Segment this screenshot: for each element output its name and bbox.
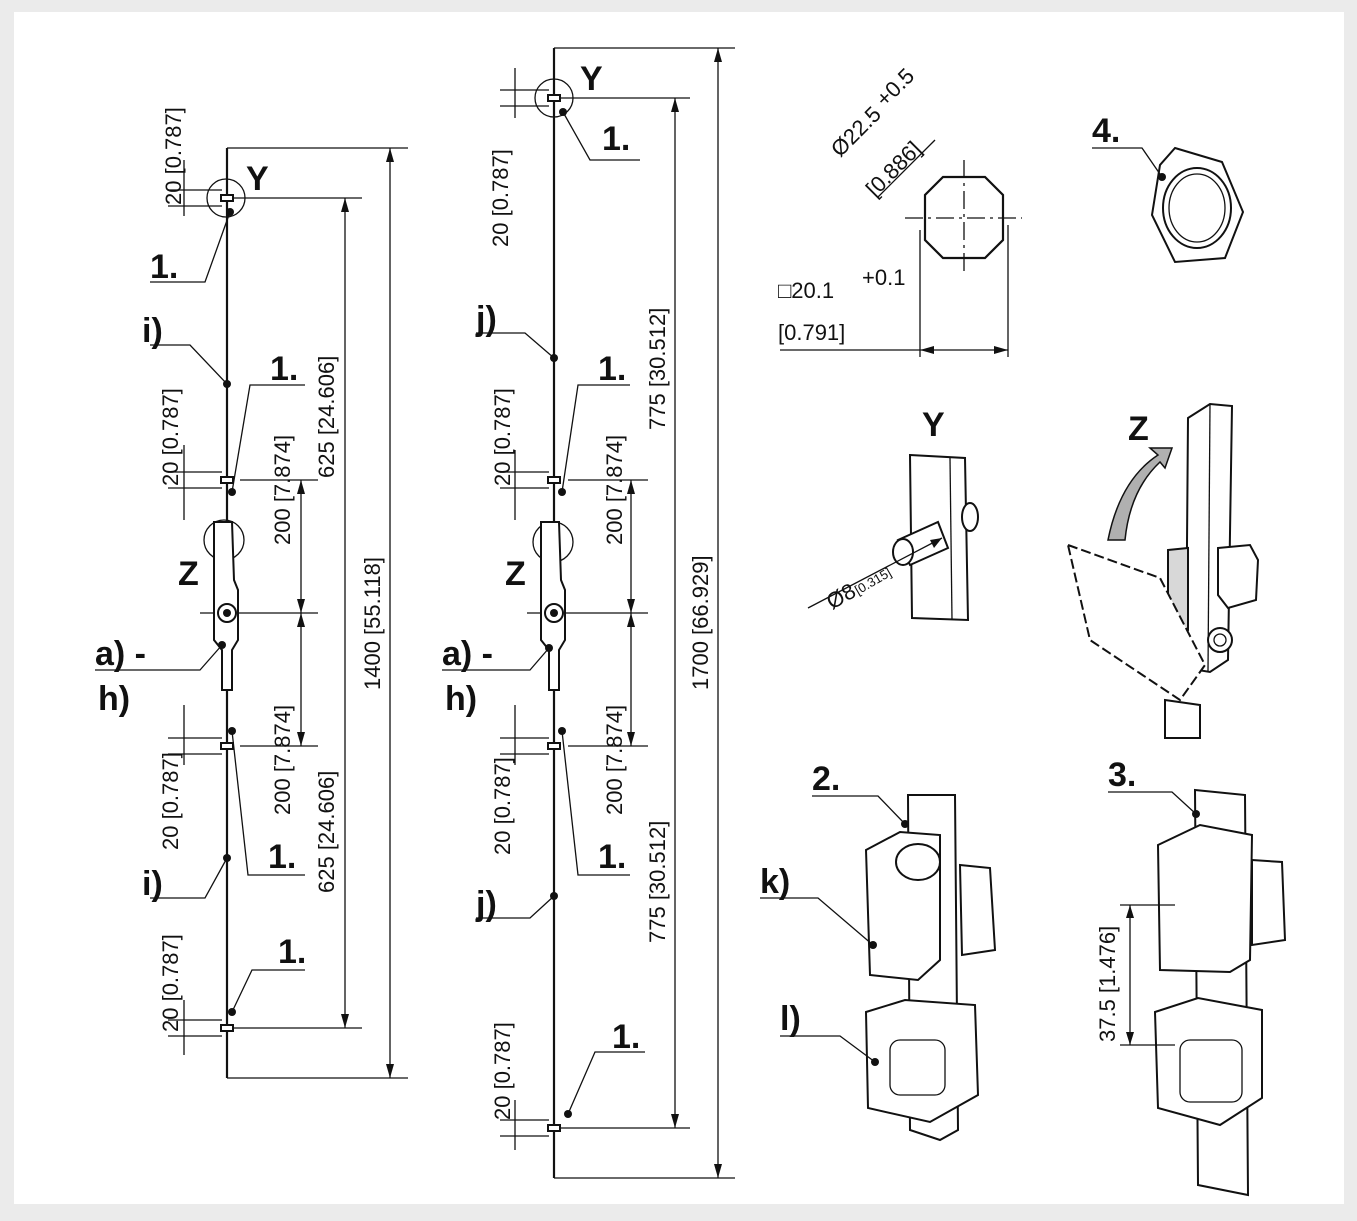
dim-775-mid-b: 775 [30.512]: [645, 821, 670, 943]
dim-1400: 1400 [55.118]: [360, 557, 385, 690]
dim-200-mid-b: 200 [7.874]: [602, 705, 627, 815]
label-a-mid: a) -: [442, 635, 493, 673]
detail-y-drawing: [807, 453, 979, 622]
label-4: 4.: [1092, 112, 1120, 150]
label-1-mid-a: 1.: [602, 120, 630, 158]
label-i-left-a: i): [142, 312, 163, 350]
label-1-left-d: 1.: [278, 933, 306, 971]
label-j-mid-b: j): [475, 885, 497, 923]
label-1-left-a: 1.: [150, 248, 178, 286]
dim-20-mid-a: 20 [0.787]: [488, 149, 513, 247]
label-j-mid-a: j): [475, 300, 497, 338]
label-y-top-left: Y: [246, 160, 269, 198]
label-1-mid-d: 1.: [612, 1018, 640, 1056]
dim-200-left-b: 200 [7.874]: [270, 705, 295, 815]
dim-20-mid-b: 20 [0.787]: [490, 388, 515, 486]
label-y-detail: Y: [922, 406, 945, 444]
dim-20-left-b: 20 [0.787]: [158, 388, 183, 486]
label-z-mid: Z: [505, 555, 526, 593]
label-2: 2.: [812, 760, 840, 798]
dim-37: 37.5 [1.476]: [1095, 926, 1120, 1042]
assembly-3-drawing: [1108, 788, 1287, 1197]
dim-775-mid-a: 775 [30.512]: [645, 308, 670, 430]
hole-outline: [923, 175, 1005, 260]
rod-1700-drawing: [442, 47, 735, 1179]
rotation-arrow-icon: [1107, 447, 1174, 541]
label-1-left-c: 1.: [268, 838, 296, 876]
label-3: 3.: [1108, 756, 1136, 794]
label-k: k): [760, 863, 790, 901]
label-l: l): [780, 1000, 801, 1038]
label-h-left: h): [98, 680, 130, 718]
dim-20-left-c: 20 [0.787]: [158, 752, 183, 850]
label-i-left-b: i): [142, 865, 163, 903]
hex-nut-drawing: [1092, 146, 1245, 264]
label-h-mid: h): [445, 680, 477, 718]
dim-1700: 1700 [66.929]: [688, 555, 713, 690]
dim-sq20-inch: [0.791]: [778, 320, 845, 345]
dim-sq20-tol: +0.1: [862, 265, 905, 290]
label-1-mid-b: 1.: [598, 350, 626, 388]
dim-200-mid-a: 200 [7.874]: [602, 435, 627, 545]
label-1-mid-c: 1.: [598, 838, 626, 876]
label-z-left: Z: [178, 555, 199, 593]
label-z-detail: Z: [1128, 410, 1149, 448]
dim-625-left-b: 625 [24.606]: [314, 771, 339, 893]
dim-20-left-d: 20 [0.787]: [158, 934, 183, 1032]
bracket-l: [864, 998, 980, 1124]
dim-sq20: □20.1: [778, 278, 834, 303]
dim-20-mid-c: 20 [0.787]: [490, 757, 515, 855]
rod-1400-drawing: [95, 147, 408, 1079]
label-y-top-mid: Y: [580, 60, 603, 98]
label-1-left-b: 1.: [270, 350, 298, 388]
detail-z-drawing: [1066, 402, 1260, 739]
hole-cutout-drawing: [780, 139, 1022, 357]
dim-625-left-a: 625 [24.606]: [314, 356, 339, 478]
dim-20-left-a: 20 [0.787]: [161, 107, 186, 205]
assembly-2-drawing: [760, 794, 997, 1142]
dim-20-mid-d: 20 [0.787]: [490, 1022, 515, 1120]
dim-200-left-a: 200 [7.874]: [270, 435, 295, 545]
label-a-left: a) -: [95, 635, 146, 673]
detail-y-marker: [206, 178, 246, 218]
